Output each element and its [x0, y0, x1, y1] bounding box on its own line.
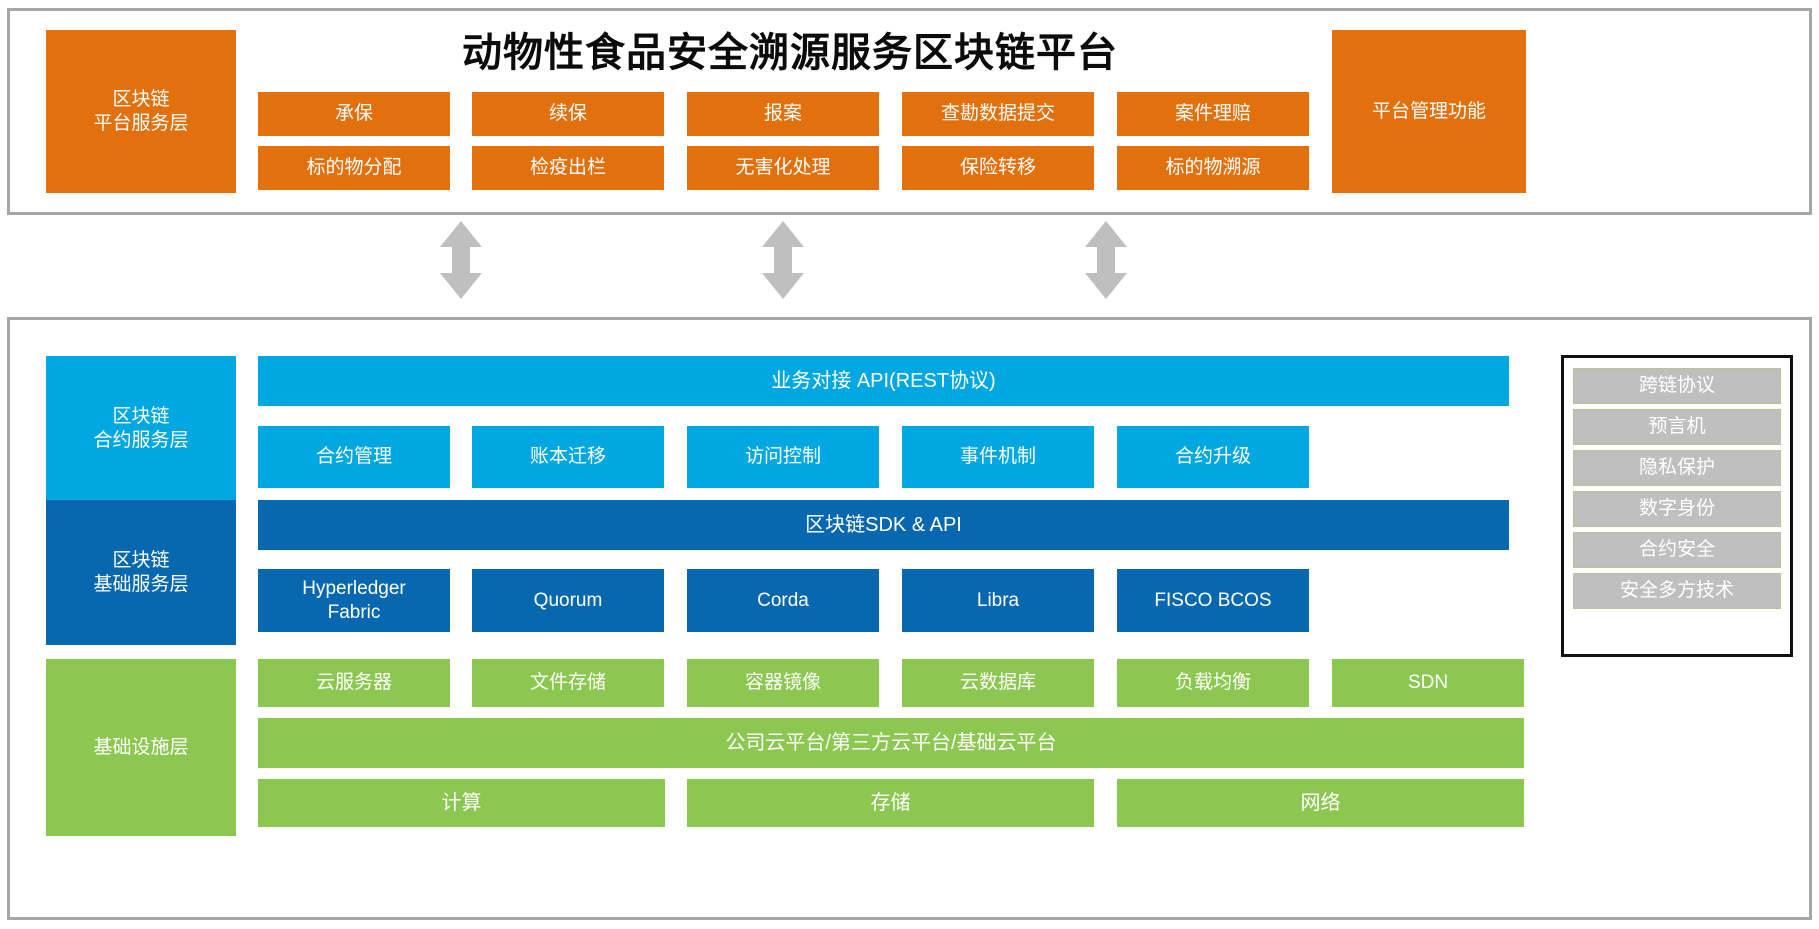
contract-tile-heyueguanli[interactable]: 合约管理 [258, 426, 450, 488]
contract-tile-zhangbenqianyi[interactable]: 账本迁移 [472, 426, 664, 488]
platform-tile-fisco-bcos[interactable]: FISCO BCOS [1117, 569, 1309, 632]
capability-yuyanji[interactable]: 预言机 [1573, 409, 1781, 445]
service-tile-baoxianzhuanyi[interactable]: 保险转移 [902, 146, 1094, 190]
service-tile-anjianlipei[interactable]: 案件理赔 [1117, 92, 1309, 136]
contract-tile-fangwenkongzhi[interactable]: 访问控制 [687, 426, 879, 488]
service-tile-biaodewufenpei[interactable]: 标的物分配 [258, 146, 450, 190]
service-tile-chengbao[interactable]: 承保 [258, 92, 450, 136]
page-title: 动物性食品安全溯源服务区块链平台 [462, 31, 1118, 75]
platform-tile-libra[interactable]: Libra [902, 569, 1094, 632]
infra-tile-fuzaijunheng[interactable]: 负载均衡 [1117, 659, 1309, 707]
capability-kualianxieyi[interactable]: 跨链协议 [1573, 368, 1781, 404]
platform-management-function-box[interactable]: 平台管理功能 [1332, 30, 1526, 193]
capability-anquanduofangjishu[interactable]: 安全多方技术 [1573, 573, 1781, 609]
platform-tile-corda[interactable]: Corda [687, 569, 879, 632]
capability-yinsibaohu[interactable]: 隐私保护 [1573, 450, 1781, 486]
capability-heyueanquan[interactable]: 合约安全 [1573, 532, 1781, 568]
double-arrow-vertical-icon [1085, 221, 1127, 299]
double-arrow-vertical-icon [440, 221, 482, 299]
service-tile-xubao[interactable]: 续保 [472, 92, 664, 136]
platform-tile-quorum[interactable]: Quorum [472, 569, 664, 632]
infra-tile-wenjiancunchu[interactable]: 文件存储 [472, 659, 664, 707]
business-api-bar[interactable]: 业务对接 API(REST协议) [258, 356, 1509, 406]
infra-tile-yunfuwuqi[interactable]: 云服务器 [258, 659, 450, 707]
service-tile-chakanshujutijiao[interactable]: 查勘数据提交 [902, 92, 1094, 136]
infra-tile-rongqijingxiang[interactable]: 容器镜像 [687, 659, 879, 707]
platform-tile-hyperledger-fabric[interactable]: Hyperledger Fabric [258, 569, 450, 632]
infrastructure-layer-label: 基础设施层 [46, 659, 236, 836]
basic-service-layer-label: 区块链 基础服务层 [46, 500, 236, 645]
blockchain-sdk-api-bar[interactable]: 区块链SDK & API [258, 500, 1509, 550]
infra-tile-jisuan[interactable]: 计算 [258, 779, 665, 827]
double-arrow-vertical-icon [762, 221, 804, 299]
infra-tile-yunshujuku[interactable]: 云数据库 [902, 659, 1094, 707]
infra-tile-wangluo[interactable]: 网络 [1117, 779, 1524, 827]
cloud-platform-bar[interactable]: 公司云平台/第三方云平台/基础云平台 [258, 718, 1524, 768]
service-tile-wuhaihuachuli[interactable]: 无害化处理 [687, 146, 879, 190]
service-tile-biaodewusuyuan[interactable]: 标的物溯源 [1117, 146, 1309, 190]
contract-tile-heyueshengji[interactable]: 合约升级 [1117, 426, 1309, 488]
service-tile-baoan[interactable]: 报案 [687, 92, 879, 136]
infra-tile-sdn[interactable]: SDN [1332, 659, 1524, 707]
service-tile-jianyichulan[interactable]: 检疫出栏 [472, 146, 664, 190]
platform-service-layer-label: 区块链 平台服务层 [46, 30, 236, 193]
contract-service-layer-label: 区块链 合约服务层 [46, 356, 236, 501]
capability-shuzishenfen[interactable]: 数字身份 [1573, 491, 1781, 527]
infra-tile-cunchu[interactable]: 存储 [687, 779, 1094, 827]
contract-tile-shijianjizhi[interactable]: 事件机制 [902, 426, 1094, 488]
